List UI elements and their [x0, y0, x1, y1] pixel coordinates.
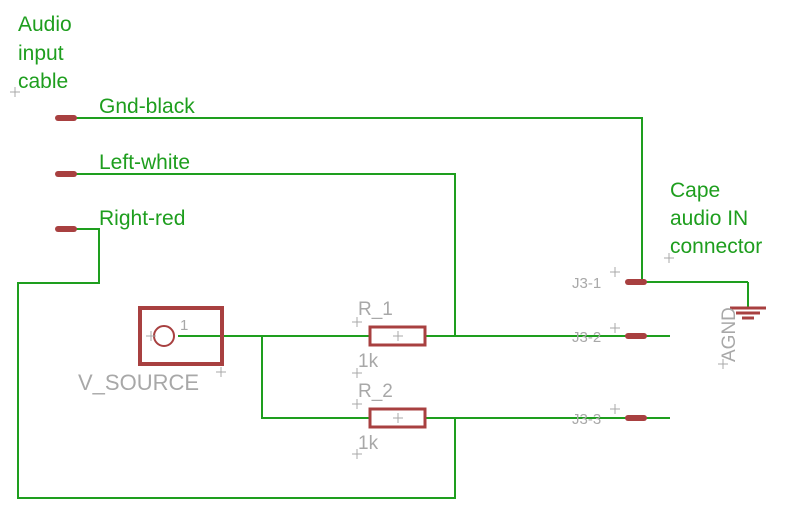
cape-line-1: Cape	[670, 179, 721, 202]
origin-mark-r1-center	[393, 331, 403, 341]
v-source-name: V_SOURCE	[78, 370, 200, 395]
wire-left	[76, 173, 456, 336]
title-line-2: input	[18, 42, 64, 65]
label-left-white: Left-white	[99, 151, 191, 174]
v-source-terminal	[153, 325, 175, 347]
origin-mark-r2-value	[352, 449, 362, 459]
title-line-1: Audio	[18, 13, 72, 36]
resistor-r2-value: 1k	[358, 433, 379, 454]
origin-mark-r1-value	[352, 368, 362, 378]
resistor-r2-name: R_2	[358, 381, 393, 402]
pin-label-j3-2: J3-2	[572, 329, 602, 346]
v-source-pin-number: 1	[180, 317, 189, 334]
origin-mark-v-source-pin	[146, 331, 156, 341]
origin-mark-cape	[664, 253, 674, 263]
label-right-red: Right-red	[99, 207, 186, 230]
origin-mark-r2-center	[393, 413, 403, 423]
label-gnd-black: Gnd-black	[99, 95, 195, 118]
origin-mark-title	[10, 87, 20, 97]
origin-mark-r1-name	[352, 317, 362, 327]
cape-line-3: connector	[670, 235, 763, 258]
origin-mark-j3-3	[610, 404, 620, 414]
cape-line-2: audio IN	[670, 207, 749, 230]
title-line-3: cable	[18, 70, 69, 93]
pin-label-j3-3: J3-3	[572, 411, 602, 428]
resistor-r1-value: 1k	[358, 351, 379, 372]
ground-label: AGND	[719, 307, 740, 362]
origin-mark-v-source	[216, 367, 226, 377]
origin-mark-j3-1	[610, 267, 620, 277]
origin-mark-agnd	[718, 359, 728, 369]
resistor-r1-name: R_1	[358, 299, 393, 320]
origin-mark-j3-2	[610, 323, 620, 333]
pin-label-j3-1: J3-1	[572, 275, 602, 292]
origin-mark-r2-name	[352, 399, 362, 409]
wire-gnd	[76, 117, 643, 282]
wire-branch-r2	[261, 336, 370, 419]
v-source-body	[138, 306, 224, 366]
ground-symbol	[730, 306, 766, 320]
wire-right	[17, 228, 456, 499]
